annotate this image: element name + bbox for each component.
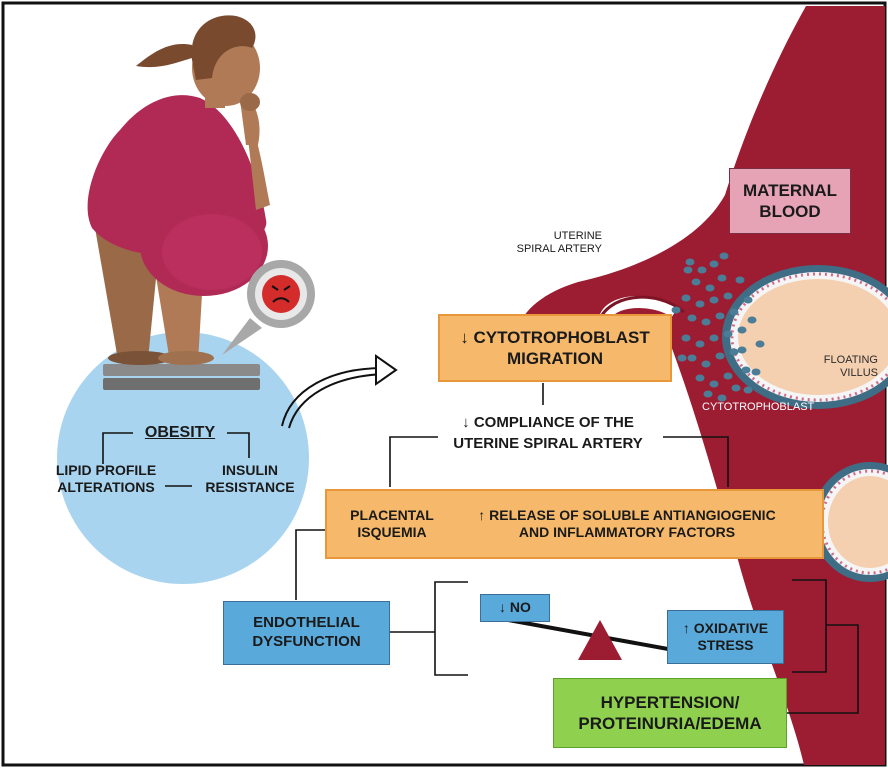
- placental-line-1: PLACENTAL: [350, 506, 434, 523]
- cytotrophoblast-cell: [683, 266, 693, 274]
- maternal-blood-box: MATERNAL BLOOD: [729, 168, 851, 234]
- floating-line-2: VILLUS: [840, 367, 878, 380]
- compliance-line-1: ↓ COMPLIANCE OF THE: [462, 414, 634, 431]
- cytotrophoblast-cell: [715, 352, 725, 360]
- cytotrophoblast-cell: [691, 278, 701, 286]
- oxidative-line-2: STRESS: [697, 637, 754, 653]
- endothelial-dysfunction-box: ENDOTHELIAL DYSFUNCTION: [223, 601, 390, 665]
- cytotrophoblast-cell: [697, 266, 707, 274]
- cytotrophoblast-cell: [709, 334, 719, 342]
- placental-isquemia-text: PLACENTAL ISQUEMIA: [327, 507, 457, 542]
- nitric-oxide-box: ↓ NO: [480, 594, 550, 622]
- hypertension-line-1: HYPERTENSION/: [600, 692, 740, 712]
- floating-villus-upper: [722, 265, 888, 409]
- uterine-line-1: UTERINE: [553, 230, 602, 242]
- cytotrophoblast-cell: [747, 316, 757, 324]
- cytotrophoblast-cell: [705, 284, 715, 292]
- cytotrophoblast-cell: [709, 260, 719, 268]
- migration-line-1: ↓ CYTOTROPHOBLAST: [460, 327, 650, 347]
- angry-face-icon: [222, 260, 315, 355]
- cytotrophoblast-migration-box: ↓ CYTOTROPHOBLAST MIGRATION: [438, 314, 672, 382]
- cytotrophoblast-cell: [695, 340, 705, 348]
- cytotrophoblast-cell: [717, 394, 727, 402]
- obesity-title: OBESITY: [144, 424, 216, 441]
- curved-arrow-icon: [281, 354, 398, 429]
- floating-line-1: FLOATING: [823, 354, 878, 366]
- cytotrophoblast-cell: [743, 296, 753, 304]
- cytotrophoblast-cell: [687, 314, 697, 322]
- cytotrophoblast-cell: [741, 366, 751, 374]
- cytotrophoblast-cell: [709, 380, 719, 388]
- cytotrophoblast-cell: [701, 360, 711, 368]
- cytotrophoblast-cell: [743, 386, 753, 394]
- endothelial-line-1: ENDOTHELIAL: [253, 614, 360, 632]
- uterine-spiral-artery-label: UTERINE SPIRAL ARTERY: [492, 230, 602, 256]
- floating-villus-label: FLOATING VILLUS: [790, 354, 878, 380]
- uterine-line-2: SPIRAL ARTERY: [516, 243, 602, 256]
- cytotrophoblast-cell: [719, 252, 729, 260]
- cytotrophoblast-cell: [737, 326, 747, 334]
- maternal-line-1: MATERNAL: [742, 180, 838, 200]
- cytotrophoblast-cell: [737, 346, 747, 354]
- insulin-line-2: RESISTANCE: [205, 478, 295, 495]
- cytotrophoblast-cell: [755, 340, 765, 348]
- oxidative-stress-box: ↑ OXIDATIVE STRESS: [667, 610, 784, 664]
- hypertension-line-2: PROTEINURIA/EDEMA: [578, 714, 762, 733]
- lipid-line-1: LIPID PROFILE: [55, 462, 157, 478]
- migration-line-2: MIGRATION: [506, 349, 603, 368]
- compliance-label: ↓ COMPLIANCE OF THE UTERINE SPIRAL ARTER…: [420, 412, 676, 454]
- cytotrophoblast-cell: [709, 296, 719, 304]
- cytotrophoblast-cell: [723, 330, 733, 338]
- cytotrophoblast-label: CYTOTROPHOBLAST: [702, 401, 815, 413]
- cytotrophoblast-cell: [687, 354, 697, 362]
- release-line-2: AND INFLAMMATORY FACTORS: [518, 524, 736, 540]
- cytotrophoblast-cell: [715, 312, 725, 320]
- hypertension-box: HYPERTENSION/ PROTEINURIA/EDEMA: [553, 678, 787, 748]
- balance-fulcrum-icon: [507, 618, 691, 660]
- cytotrophoblast-cell: [735, 276, 745, 284]
- spiral-artery-opening: [599, 296, 679, 321]
- lipid-line-2: ALTERATIONS: [57, 478, 155, 495]
- cytotrophoblast-cell: [729, 348, 739, 356]
- placental-line-2: ISQUEMIA: [357, 524, 427, 540]
- cytotrophoblast-cell: [677, 354, 687, 362]
- release-factors-text: ↑ RELEASE OF SOLUBLE ANTIANGIOGENIC AND …: [457, 507, 797, 542]
- compliance-line-2: UTERINE SPIRAL ARTERY: [453, 435, 643, 452]
- cytotrophoblast-cell: [681, 334, 691, 342]
- cytotrophoblast-cell: [681, 294, 691, 302]
- woman-on-scale-illustration: [87, 15, 270, 390]
- cytotrophoblast-cell: [751, 368, 761, 376]
- cytotrophoblast-cell: [717, 274, 727, 282]
- release-line-1: ↑ RELEASE OF SOLUBLE ANTIANGIOGENIC: [478, 506, 776, 523]
- placental-isquemia-box: PLACENTAL ISQUEMIA ↑ RELEASE OF SOLUBLE …: [325, 489, 824, 559]
- connector-lines: [295, 383, 859, 714]
- endothelial-line-2: DYSFUNCTION: [252, 633, 361, 650]
- obesity-circle: [57, 332, 309, 584]
- cytotrophoblast-cell: [671, 306, 681, 314]
- insulin-resistance-label: INSULIN RESISTANCE: [195, 462, 305, 496]
- cytotrophoblast-cell: [731, 384, 741, 392]
- cytotrophoblast-cell: [695, 374, 705, 382]
- cytotrophoblast-cell: [695, 300, 705, 308]
- floating-villus-lower: [812, 462, 888, 582]
- obesity-bracket-lines: [102, 432, 250, 487]
- cytotrophoblast-cell: [729, 308, 739, 316]
- oxidative-line-1: ↑ OXIDATIVE: [682, 619, 769, 636]
- cytotrophoblast-cell: [701, 318, 711, 326]
- cytotrophoblast-cell: [703, 390, 713, 398]
- maternal-line-2: BLOOD: [759, 202, 821, 221]
- insulin-line-1: INSULIN: [222, 462, 278, 478]
- cytotrophoblast-cell: [685, 258, 695, 266]
- lipid-profile-label: LIPID PROFILE ALTERATIONS: [44, 462, 168, 496]
- cytotrophoblast-cells: [671, 252, 765, 402]
- cytotrophoblast-cell: [723, 292, 733, 300]
- cytotrophoblast-cell: [723, 372, 733, 380]
